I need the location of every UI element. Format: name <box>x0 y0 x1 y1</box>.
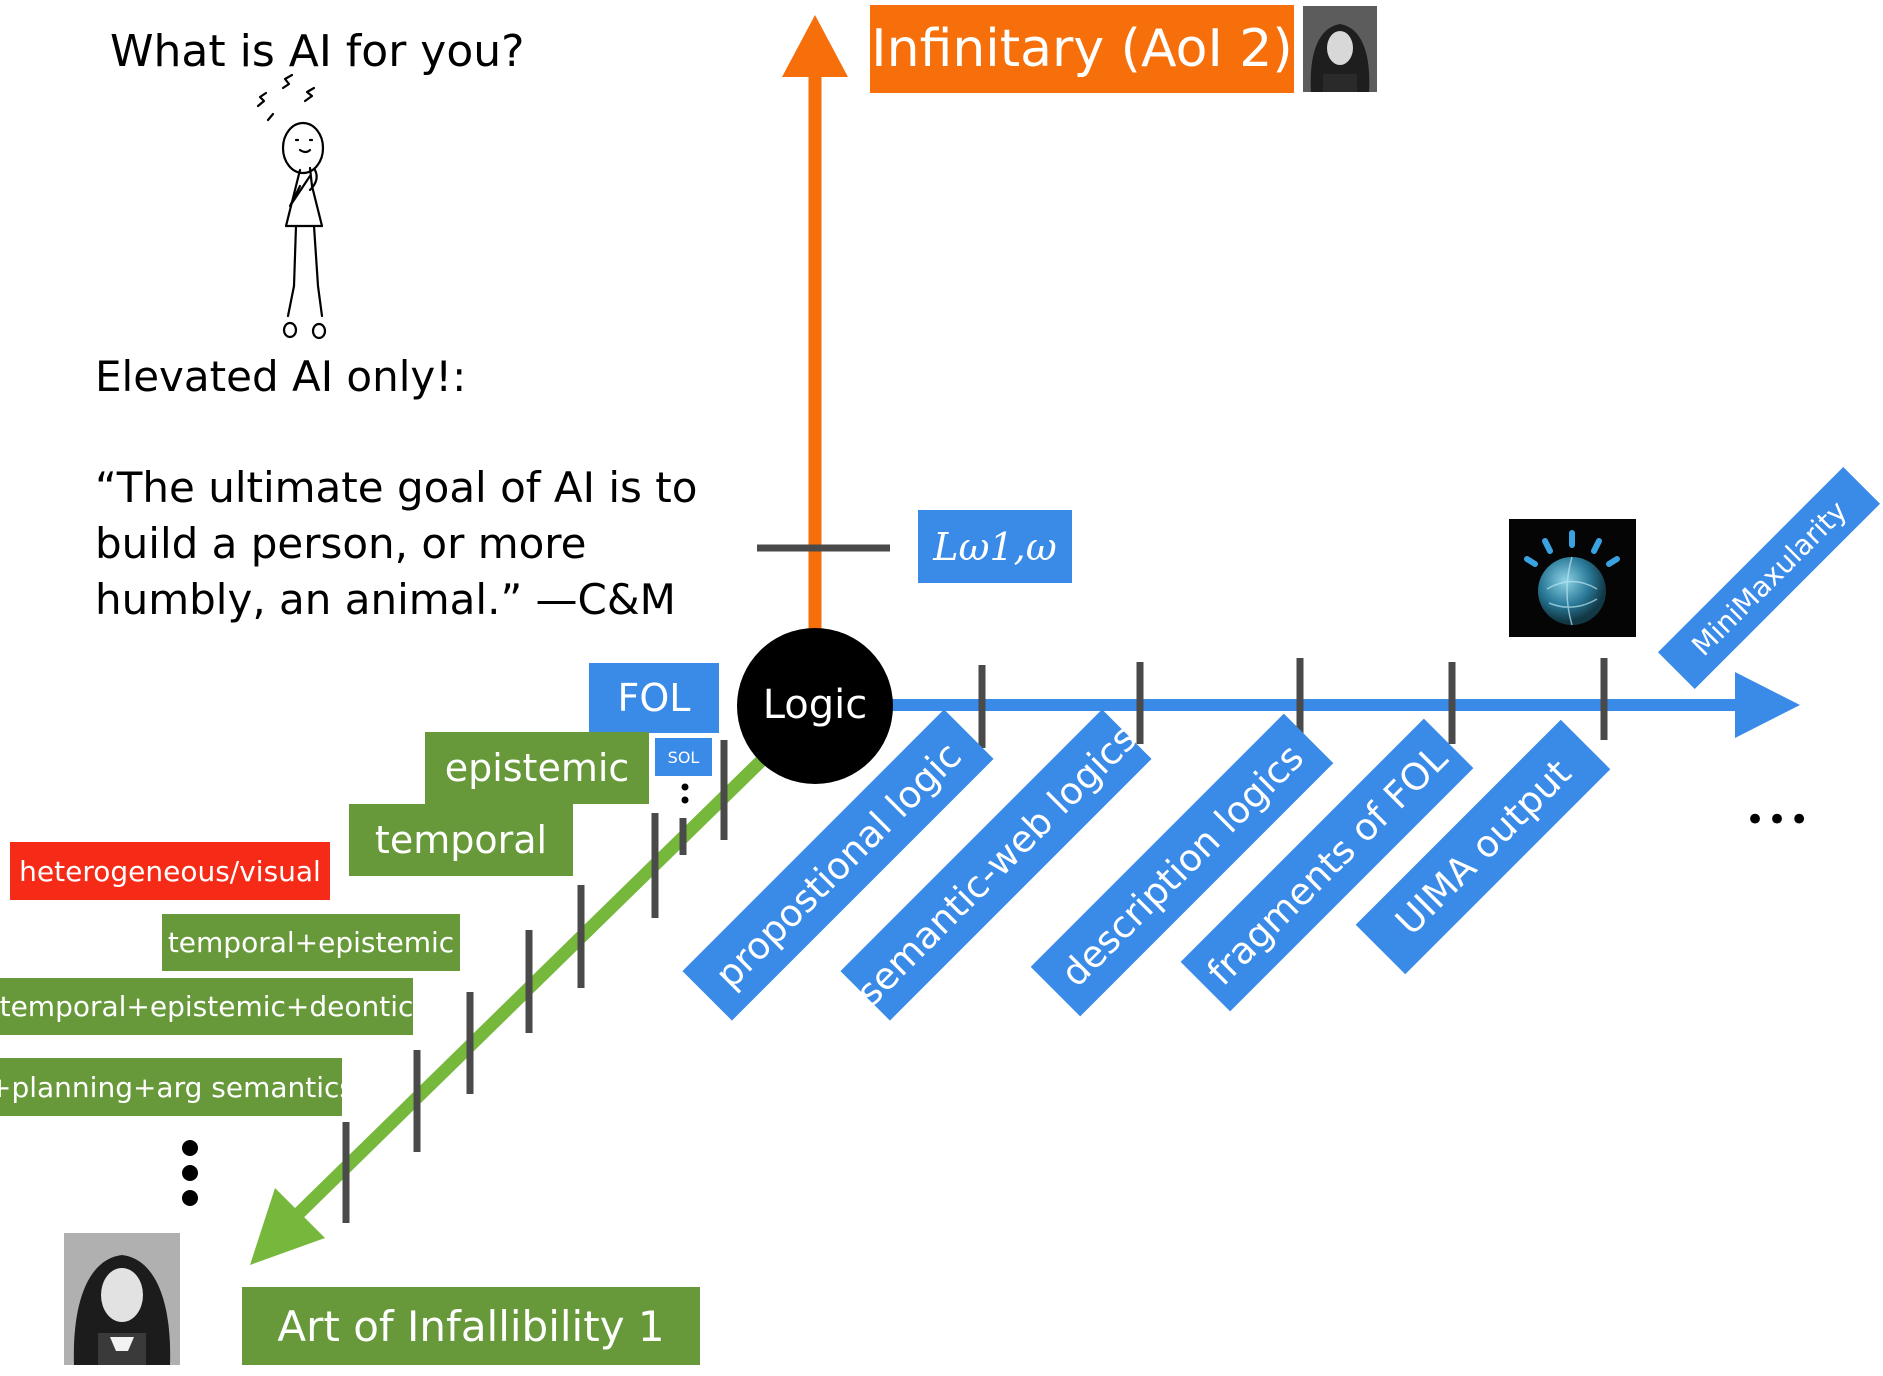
quote-line: “The ultimate goal of AI is to <box>95 463 698 512</box>
vertical-ellipsis-dot <box>182 1190 198 1206</box>
question-text: What is AI for you? <box>110 26 525 77</box>
thinking-person-icon <box>256 73 327 340</box>
planning-label: +planning+arg semantics <box>0 1058 354 1116</box>
diagonal-axis-arrowhead <box>250 1188 325 1265</box>
vertical-ellipsis-dot <box>182 1165 198 1181</box>
right-ellipsis: ••• <box>1745 800 1812 840</box>
sol-dot <box>681 783 689 791</box>
art-of-infallibility-label: Art of Infallibility 1 <box>242 1287 700 1365</box>
vertical-ellipsis-dot <box>182 1140 198 1156</box>
quote-line: build a person, or more <box>95 519 587 568</box>
infinitary-label: Infinitary (AoI 2) <box>870 5 1294 93</box>
heterogeneous-label: heterogeneous/visual <box>10 842 330 900</box>
horizontal-axis-arrowhead <box>1735 672 1800 738</box>
leibniz-portrait-large <box>64 1233 180 1365</box>
logic-node <box>737 628 893 784</box>
temporal-epistemic-label: temporal+epistemic <box>162 914 460 971</box>
leibniz-portrait-small <box>1303 6 1377 92</box>
temporal-epistemic-deontic-label: temporal+epistemic+deontic <box>0 978 413 1035</box>
logic-label: Logic <box>762 682 868 728</box>
sol-label: SOL <box>655 738 712 776</box>
fol-label: FOL <box>589 663 719 733</box>
epistemic-label: epistemic <box>425 732 649 804</box>
quote-line: humbly, an animal.” —C&M <box>95 575 676 624</box>
infinitary-logic-label: Lω1,ω <box>918 510 1072 583</box>
quote-block: “The ultimate goal of AI is to build a p… <box>95 460 697 628</box>
vertical-axis-arrowhead <box>782 15 848 77</box>
elevated-heading: Elevated AI only!: <box>95 352 467 401</box>
watson-icon <box>1509 519 1636 637</box>
sol-dot <box>681 796 689 804</box>
temporal-label: temporal <box>349 804 573 876</box>
